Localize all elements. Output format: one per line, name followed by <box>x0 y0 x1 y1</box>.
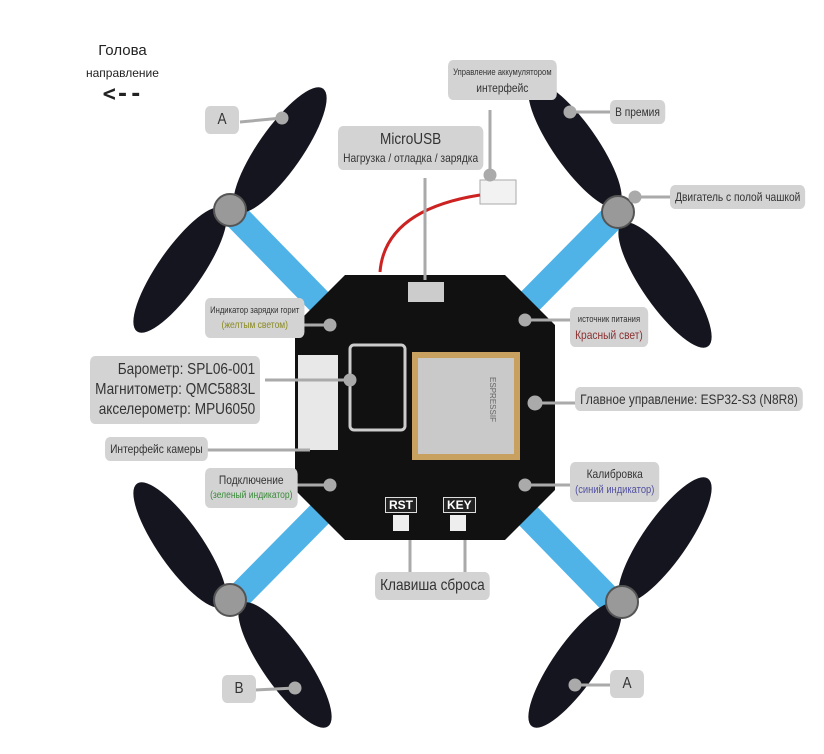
esp-module-logo: ESPRESSIF <box>487 377 497 422</box>
label-connection: Подключение (зеленый индикатор) <box>205 468 298 508</box>
rst-label: RST <box>385 497 417 513</box>
propellers <box>133 82 712 728</box>
label-camera: Интерфейс камеры <box>105 437 208 461</box>
label-sensors: Барометр: SPL06-001 Магнитометр: QMC5883… <box>90 356 261 424</box>
label-prop-a-bottom: A <box>610 670 644 698</box>
power-sub: Красный свет) <box>575 328 643 342</box>
sensor-barometer: Барометр: SPL06-001 <box>117 361 256 378</box>
label-battery-interface: Управление аккумулятором интерфейс <box>448 60 557 100</box>
calib-title: Калибровка <box>586 467 643 481</box>
usb-sub: Нагрузка / отладка / зарядка <box>343 151 479 165</box>
calib-sub: (синий индикатор) <box>575 484 655 496</box>
label-power: источник питания Красный свет) <box>570 307 648 347</box>
camera-connector <box>298 355 338 450</box>
battery-sub: интерфейс <box>476 81 529 95</box>
charge-led-sub: (желтым светом) <box>221 320 288 331</box>
direction-arrow-icon: <-- <box>102 82 143 107</box>
microusb-port <box>408 282 444 302</box>
direction-line1: Голова <box>98 42 147 59</box>
rst-button[interactable] <box>393 515 409 531</box>
usb-title: MicroUSB <box>380 131 442 148</box>
charge-led-title: Индикатор зарядки горит <box>210 305 300 315</box>
label-prop-top-right: В премия <box>610 100 665 124</box>
head-direction-indicator: Голова направление <-- <box>86 40 159 106</box>
label-charge-led: Индикатор зарядки горит (желтым светом) <box>205 298 305 338</box>
key-label: KEY <box>443 497 476 513</box>
esp32-shield <box>418 358 514 454</box>
battery-connector <box>479 179 517 205</box>
label-reset-key: Клавиша сброса <box>375 572 490 600</box>
motors <box>213 193 639 619</box>
label-calibration: Калибровка (синий индикатор) <box>570 462 660 502</box>
label-prop-a-top: A <box>205 106 239 134</box>
power-title: источник питания <box>577 314 641 324</box>
connect-title: Подключение <box>218 473 284 487</box>
label-microusb: MicroUSB Нагрузка / отладка / зарядка <box>338 126 484 170</box>
battery-wire <box>378 193 481 273</box>
connect-sub: (зеленый индикатор) <box>210 490 293 501</box>
sensor-accelerometer: акселерометр: MPU6050 <box>98 401 256 418</box>
battery-title: Управление аккумулятором <box>453 67 552 77</box>
label-motor: Двигатель с полой чашкой <box>670 185 806 209</box>
leader-lines <box>200 105 670 695</box>
label-prop-b: B <box>222 675 256 703</box>
label-mcu: Главное управление: ESP32-S3 (N8R8) <box>575 387 803 411</box>
sensor-magnetometer: Магнитометр: QMC5883L <box>95 381 256 398</box>
key-button[interactable] <box>450 515 466 531</box>
sensor-area <box>348 343 407 432</box>
direction-line2: направление <box>86 66 159 80</box>
